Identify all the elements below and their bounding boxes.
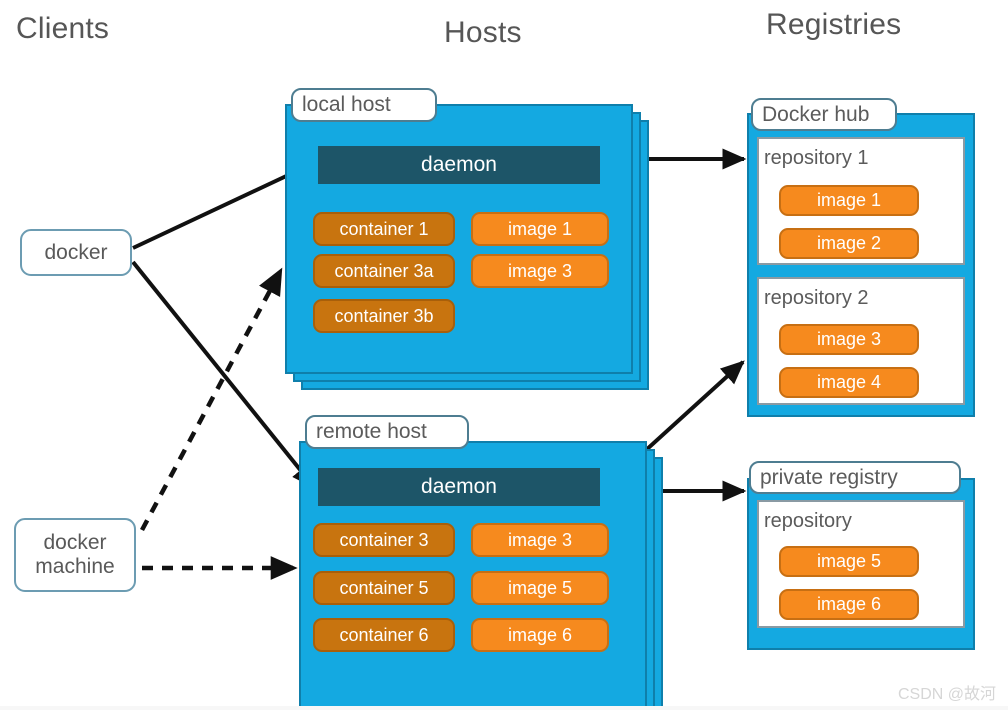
repository-title: repository 1 xyxy=(764,147,869,169)
container-chip: container 3b xyxy=(313,299,455,333)
container-chip: container 1 xyxy=(313,212,455,246)
arrow-docker-machine-to-local-host xyxy=(140,267,283,532)
docker-machine-client[interactable]: docker machine xyxy=(14,518,136,592)
docker-client[interactable]: docker xyxy=(20,229,132,276)
image-chip: image 5 xyxy=(779,546,919,577)
image-chip: image 3 xyxy=(471,254,609,288)
container-chip: container 5 xyxy=(313,571,455,605)
container-chip: container 3 xyxy=(313,523,455,557)
local-host-label: local host xyxy=(291,88,437,122)
image-chip: image 2 xyxy=(779,228,919,259)
image-chip: image 1 xyxy=(779,185,919,216)
image-chip: image 4 xyxy=(779,367,919,398)
container-chip: container 3a xyxy=(313,254,455,288)
image-chip: image 1 xyxy=(471,212,609,246)
image-chip: image 5 xyxy=(471,571,609,605)
container-chip: container 6 xyxy=(313,618,455,652)
private-registry-label: private registry xyxy=(749,461,961,494)
repository-title: repository 2 xyxy=(764,287,869,309)
image-chip: image 3 xyxy=(779,324,919,355)
column-header-clients: Clients xyxy=(16,12,110,45)
remote-host-daemon: daemon xyxy=(318,468,600,506)
docker-machine-client-label: docker machine xyxy=(35,531,115,578)
docker-hub-label: Docker hub xyxy=(751,98,897,131)
remote-host-label: remote host xyxy=(305,415,469,449)
image-chip: image 6 xyxy=(779,589,919,620)
column-header-registries: Registries xyxy=(766,8,902,41)
image-chip: image 3 xyxy=(471,523,609,557)
bottom-edge-strip xyxy=(0,706,1008,710)
repository-title: repository xyxy=(764,510,852,532)
image-chip: image 6 xyxy=(471,618,609,652)
csdn-watermark: CSDN @故河 xyxy=(897,686,996,703)
column-header-hosts: Hosts xyxy=(444,16,522,49)
local-host-daemon: daemon xyxy=(318,146,600,184)
docker-client-label: docker xyxy=(44,240,108,264)
